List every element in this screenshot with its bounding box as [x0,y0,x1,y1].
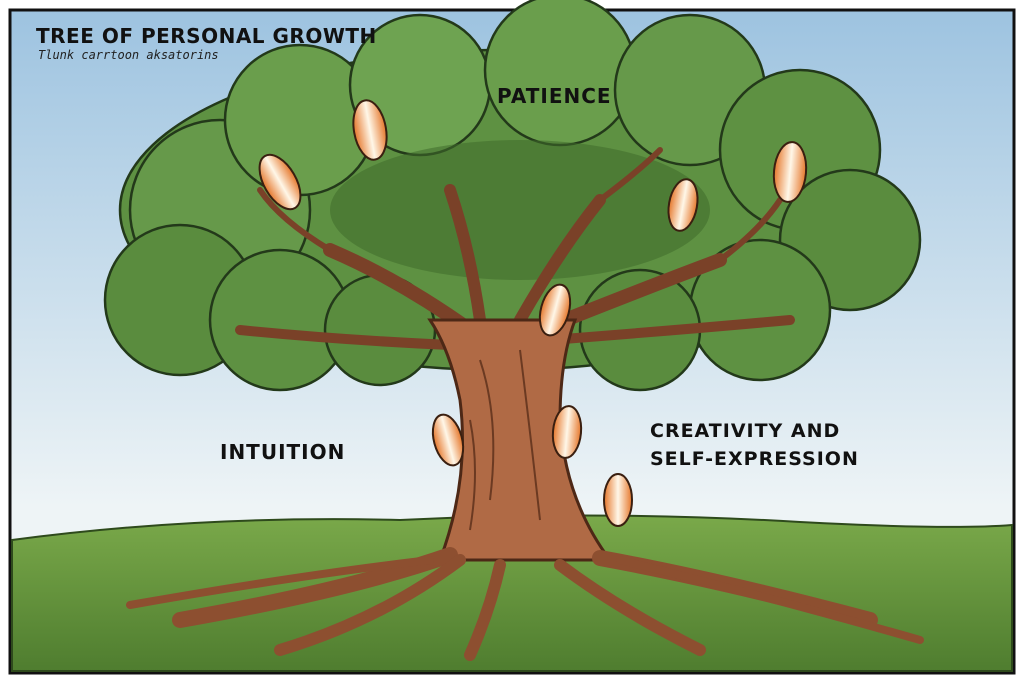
label-creativity: CREATIVITY AND SELF-EXPRESSION [650,418,859,473]
label-intuition: INTUITION [220,440,346,464]
label-creativity-line2: SELF-EXPRESSION [650,447,859,470]
cocoon-group [258,99,808,527]
cocoon [352,99,388,161]
cocoon [431,413,465,467]
cocoon [538,283,572,337]
tree-canopy [103,0,922,392]
page-title: TREE OF PERSONAL GROWTH [36,24,377,48]
trunk-texture [469,349,541,531]
cocoon [258,153,302,211]
cocoon [667,178,699,232]
cocoon [603,473,633,527]
label-creativity-line1: CREATIVITY AND [650,420,841,442]
cocoon [772,141,808,203]
cocoon [551,405,583,459]
page-subtitle: Tlunk carrtoon aksatorins [38,48,219,62]
label-patience: PATIENCE [497,84,612,108]
tree-roots [126,547,924,661]
